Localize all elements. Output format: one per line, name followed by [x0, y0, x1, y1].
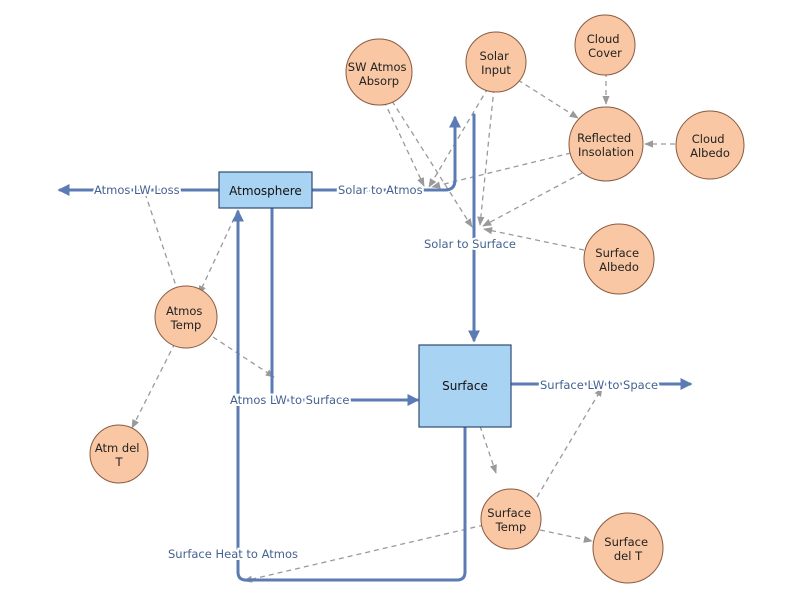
flow-label-atmos-lw-to-surface[interactable]: Atmos LW to Surface — [228, 391, 351, 409]
variable-cloud-cover[interactable]: Cloud Cover — [574, 14, 636, 76]
link-surface-to-surface-temp — [479, 425, 497, 474]
variable-reflected-insolation[interactable]: Reflected Insolation — [568, 106, 644, 182]
flow-label-solar-to-surface[interactable]: Solar to Surface — [422, 235, 518, 253]
link-surface-temp-to-surface-del-t — [539, 529, 593, 543]
variable-solar-input-label: Solar Input — [480, 49, 513, 77]
variable-sw-atmos-absorp[interactable]: SW Atmos Absorp — [345, 38, 413, 106]
flow-label-atmos-lw-loss[interactable]: Atmos LW Loss — [92, 181, 182, 199]
link-solar-input-to-reflected-insolation — [517, 79, 579, 119]
flow-pipe-atmos-lw-to-surface — [270, 207, 420, 406]
flow-label-surface-heat-to-atmos[interactable]: Surface Heat to Atmos — [166, 545, 300, 563]
variable-atmos-temp-label: Atmos Temp — [166, 304, 206, 332]
link-surface-temp-to-surface-lw-to-space — [536, 387, 603, 498]
variable-surface-temp[interactable]: Surface Temp — [480, 488, 542, 550]
link-solar-input-to-solar-to-atmos — [428, 87, 489, 188]
variable-atm-del-t[interactable]: Atm del T — [89, 424, 149, 484]
variable-cloud-albedo-label: Cloud Albedo — [690, 132, 730, 160]
stock-atmosphere-label: Atmosphere — [229, 184, 302, 198]
link-sw-atmos-absorp-to-solar-to-atmos — [383, 100, 425, 187]
link-sw-atmos-absorp-to-solar-to-surface — [391, 100, 473, 228]
stock-surface-label: Surface — [442, 379, 488, 393]
flow-label-solar-to-atmos[interactable]: Solar to Atmos — [336, 181, 425, 199]
link-atmosphere-to-atmos-temp — [198, 209, 239, 295]
flow-labels: Atmos LW Loss Solar to Atmos Solar to Su… — [92, 181, 660, 563]
link-atmos-temp-to-atmos-lw-to-surface — [212, 336, 275, 378]
link-surface-albedo-to-solar-to-surface — [483, 227, 585, 251]
variable-atmos-temp[interactable]: Atmos Temp — [154, 285, 218, 349]
influence-links — [131, 72, 675, 583]
link-reflected-insolation-to-solar-to-surface — [482, 172, 583, 227]
variable-atm-del-t-label: Atm del T — [95, 441, 143, 469]
link-atmos-temp-to-atm-del-t — [131, 342, 176, 429]
link-solar-input-to-solar-to-surface — [477, 87, 495, 226]
variable-sw-atmos-absorp-label: SW Atmos Absorp — [348, 60, 410, 88]
variable-reflected-insolation-label: Reflected Insolation — [577, 131, 635, 159]
variable-surface-del-t[interactable]: Surface del T — [592, 512, 664, 584]
variable-surface-del-t-label: Surface del T — [604, 535, 651, 563]
link-reflected-insolation-to-solar-to-atmos — [431, 152, 572, 189]
variable-surface-albedo[interactable]: Surface Albedo — [583, 223, 655, 295]
flow-pipe-surface-heat-to-atmos — [232, 209, 467, 582]
flow-pipes — [57, 113, 693, 582]
flow-pipe-solar-to-atmos — [311, 115, 461, 192]
variable-cloud-cover-label: Cloud Cover — [587, 32, 624, 60]
variable-solar-input[interactable]: Solar Input — [465, 31, 527, 93]
variable-surface-albedo-label: Surface Albedo — [595, 246, 642, 274]
flow-label-surface-lw-to-space[interactable]: Surface LW to Space — [538, 376, 660, 394]
stock-atmosphere[interactable]: Atmosphere — [218, 171, 313, 209]
variable-cloud-albedo[interactable]: Cloud Albedo — [675, 110, 745, 180]
stock-surface[interactable]: Surface — [418, 344, 512, 428]
link-atmos-temp-to-atmos-lw-loss — [142, 186, 179, 293]
variable-surface-temp-label: Surface Temp — [487, 506, 534, 534]
